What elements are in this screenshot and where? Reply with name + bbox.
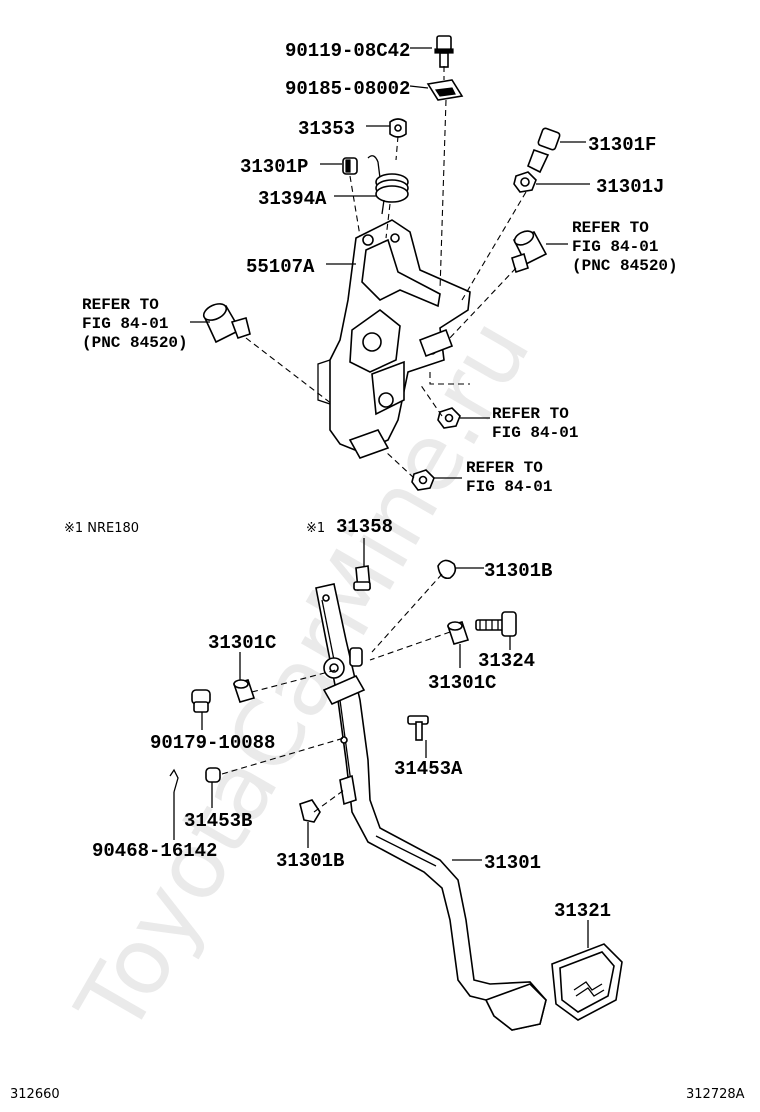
label-31353: 31353 (298, 118, 355, 140)
switch-left-icon (202, 303, 251, 344)
label-90185: 90185-08002 (285, 78, 410, 100)
nut-90179-icon (191, 689, 211, 713)
bushing-31301c-right-icon (446, 621, 470, 645)
spring-31394a-icon (367, 155, 409, 215)
label-90179: 90179-10088 (150, 732, 275, 754)
label-90468: 90468-16142 (92, 840, 217, 862)
ref-right-top-line1: REFER TO (572, 219, 649, 237)
nut-31301j-icon (513, 171, 537, 193)
ref-right-top-line3: (PNC 84520) (572, 257, 678, 275)
bushing-31453b-icon (205, 767, 221, 783)
cushion-31301b-bottom-icon (299, 799, 321, 823)
clip-nut-90185-icon (426, 79, 464, 101)
label-31301b-top: 31301B (484, 560, 552, 582)
label-31301p: 31301P (240, 156, 308, 178)
label-90119: 90119-08C42 (285, 40, 410, 62)
label-31301j: 31301J (596, 176, 664, 198)
label-31301f: 31301F (588, 134, 656, 156)
brake-pedal-arm-31301 (315, 583, 547, 1031)
label-55107a: 55107A (246, 256, 315, 278)
ref-right-top-line2: FIG 84-01 (572, 238, 658, 256)
bolt-90119-icon (434, 35, 454, 68)
bushing-31301c-left-icon (232, 679, 256, 703)
label-31324: 31324 (478, 650, 535, 672)
ref-mid2-line1: REFER TO (466, 459, 543, 477)
footer-left-code: 312660 (10, 1087, 60, 1102)
nut-mid2-icon (411, 469, 435, 491)
label-31394a: 31394A (258, 188, 327, 210)
ref-mid1-line2: FIG 84-01 (492, 424, 578, 442)
label-31358: 31358 (336, 516, 393, 538)
label-31301c-left: 31301C (208, 632, 276, 654)
label-31321: 31321 (554, 900, 611, 922)
label-31453a: 31453A (394, 758, 463, 780)
ref-left-line2: FIG 84-01 (82, 315, 168, 333)
note-nre180: ※1 NRE180 (64, 521, 139, 536)
cap-31301b-top-icon (437, 559, 457, 580)
label-31453b: 31453B (184, 810, 252, 832)
ref-left-line1: REFER TO (82, 296, 159, 314)
bolt-31301f-icon (526, 127, 561, 174)
label-31301c-right: 31301C (428, 672, 496, 694)
pedal-bracket-55107a (317, 219, 471, 459)
label-31301: 31301 (484, 852, 541, 874)
ref-mid2-line2: FIG 84-01 (466, 478, 552, 496)
bolt-31324-icon (475, 611, 517, 637)
clip-90468-icon (169, 768, 179, 793)
label-31301b-bottom: 31301B (276, 850, 344, 872)
nut-mid1-icon (437, 407, 461, 429)
footer-right-code: 312728A (686, 1087, 745, 1102)
note-31358-mark: ※1 (306, 521, 325, 536)
pedal-pad-31321-icon (551, 943, 623, 1021)
switch-right-icon (511, 230, 548, 274)
pin-31453a-icon (407, 715, 429, 741)
ref-mid1-line1: REFER TO (492, 405, 569, 423)
ref-left-line3: (PNC 84520) (82, 334, 188, 352)
bushing-31301p-icon (342, 157, 358, 175)
stopper-31358-icon (353, 565, 371, 591)
clip-31353-icon (389, 118, 407, 138)
